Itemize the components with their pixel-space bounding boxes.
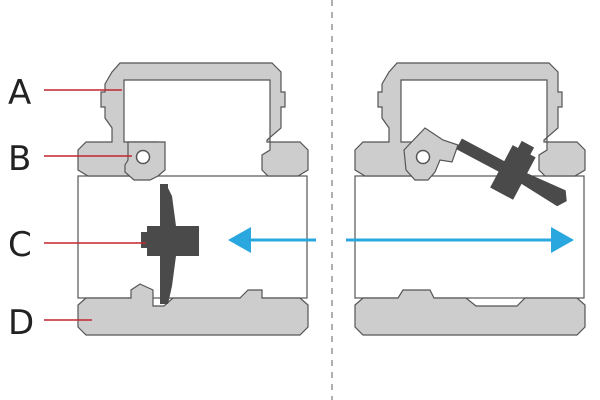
- valve-left-disc-hub: [141, 232, 151, 248]
- valve-right-disc: [456, 138, 567, 207]
- valve-left-disc: [147, 184, 199, 304]
- valve-left-bottom-body: [77, 283, 309, 336]
- valve-left-bonnet: [77, 62, 309, 177]
- label-d-text: D: [8, 303, 34, 343]
- label-a: A: [8, 73, 122, 113]
- valve-right-open: [346, 62, 586, 336]
- valve-right-hinge-arm: [403, 127, 459, 181]
- label-b: B: [8, 139, 132, 179]
- valve-right-pipe-outline: [354, 175, 585, 299]
- valve-right-bottom-body: [354, 289, 586, 336]
- label-c: C: [8, 225, 146, 265]
- valve-left-hinge-pin: [135, 149, 151, 165]
- label-b-text: B: [8, 139, 31, 179]
- valve-right-hinge-pin: [415, 149, 431, 165]
- label-c-text: C: [8, 225, 32, 265]
- label-d: D: [8, 303, 92, 343]
- valve-right-bonnet: [354, 62, 586, 177]
- flow-arrow-right: [346, 227, 574, 253]
- label-a-text: A: [8, 73, 31, 113]
- flow-arrow-left: [228, 227, 316, 253]
- valve-left-closed: [77, 62, 316, 336]
